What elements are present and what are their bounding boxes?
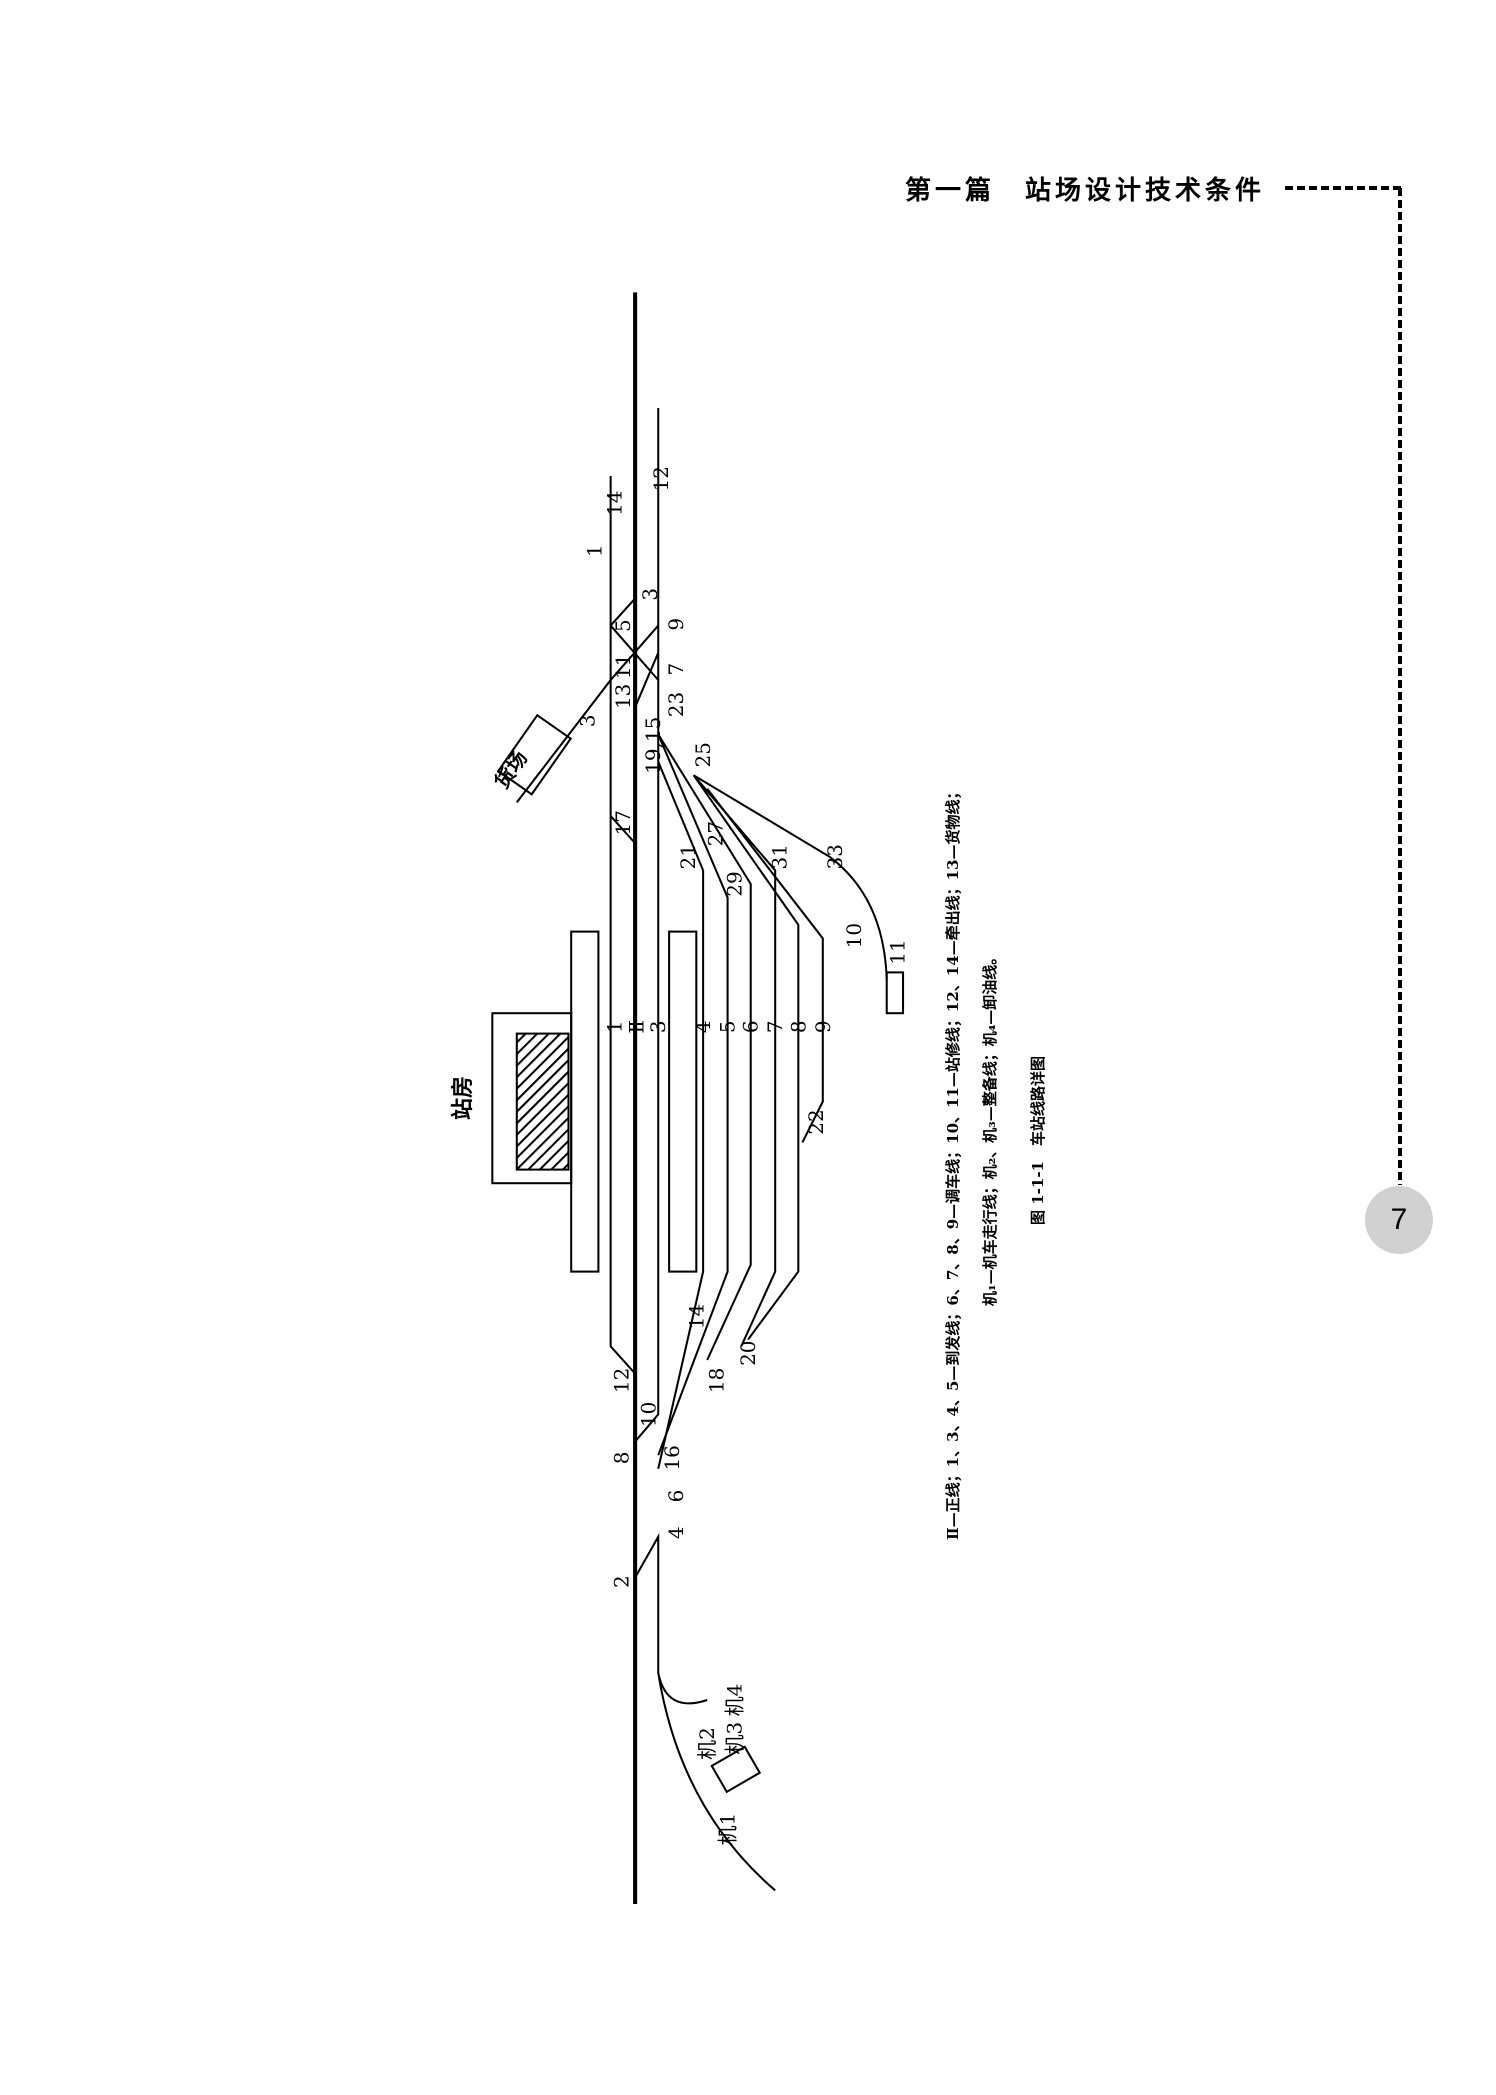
figure-title: 图 1-1-1 车站线路详图: [1029, 1056, 1047, 1225]
running-header: 第一篇 站场设计技术条件: [905, 176, 1266, 206]
track-label: 19,15: [641, 717, 665, 774]
track-9: [706, 788, 824, 1143]
track-label: 1: [603, 1020, 627, 1033]
track-label: 21: [676, 844, 700, 869]
track-label: 33: [823, 844, 847, 869]
page-number: 7: [1365, 1186, 1433, 1254]
track-label: 29: [722, 871, 746, 896]
track-label: 机2: [695, 1727, 719, 1760]
track-label: 8: [786, 1020, 810, 1033]
track-label: 27: [703, 821, 727, 846]
track-4: [657, 761, 705, 1470]
station-building-label: 站房: [450, 1076, 476, 1120]
track-1: [609, 476, 636, 1375]
track-label: Ⅱ: [624, 1020, 648, 1034]
track-label: 11: [886, 939, 910, 964]
track-label: 17: [611, 810, 635, 835]
side-platform: [570, 930, 600, 1273]
track-label: 14: [603, 490, 627, 515]
track-label: 9: [811, 1020, 835, 1033]
track-3: [634, 408, 660, 1443]
track-label: 14: [684, 1304, 708, 1329]
track-label: 3: [638, 588, 662, 601]
track-label: 11: [611, 654, 635, 679]
station-building-hatch: [515, 1032, 570, 1171]
track-label: 13: [611, 684, 635, 709]
repair-tracks: [693, 774, 888, 980]
track-label: 12: [649, 466, 673, 491]
track-label: 5: [716, 1020, 740, 1033]
repair-shed: [885, 971, 905, 1015]
loco-depot-shape: [710, 1745, 762, 1794]
track-label: 机1: [716, 1813, 740, 1846]
track-label: 25: [691, 742, 715, 767]
track-6: [657, 733, 752, 1361]
island-platform: [668, 930, 698, 1273]
crossover: [609, 624, 660, 681]
track-label: 5: [611, 619, 635, 632]
track-5: [657, 734, 729, 1456]
track-label: 机3: [722, 1722, 746, 1755]
track-label: 7: [664, 663, 688, 676]
track-label: 10: [637, 1402, 661, 1427]
track-label: 10: [842, 923, 866, 948]
track-label: 22: [804, 1109, 828, 1134]
track-label: 18: [705, 1368, 729, 1393]
track-label: 31: [767, 844, 791, 869]
track-label: 16: [660, 1445, 684, 1470]
track-label: 机4: [722, 1684, 746, 1717]
track-label: 20: [736, 1340, 760, 1365]
loco-tracks: [634, 1532, 776, 1892]
goods-yard-label: 货场: [489, 746, 532, 793]
goods-yard-shape: [496, 713, 573, 796]
station-building-shape: [491, 1012, 573, 1185]
track-label: 4: [664, 1526, 688, 1539]
track-label: 4: [691, 1020, 715, 1033]
track-label: 12: [610, 1368, 634, 1393]
track-label: 8: [610, 1452, 634, 1465]
caption-line-1: Ⅱ—正线；1、3、4、5—到发线；6、7、8、9—调车线；10、11—站修线；1…: [944, 784, 962, 1540]
track-label: 6: [739, 1020, 763, 1033]
track-label: 23: [664, 692, 688, 717]
track-label: 9: [664, 618, 688, 631]
track-label: 6: [664, 1490, 688, 1503]
track-label: 2: [610, 1575, 634, 1588]
track-8: [692, 774, 800, 1341]
track-label: 3: [646, 1020, 670, 1033]
goods-track: [515, 679, 612, 804]
track-label: 1: [582, 544, 606, 557]
track-label: 3: [576, 714, 600, 727]
track-label: 7: [763, 1020, 787, 1033]
caption-line-2: 机₁—机车走行线；机₂、机₃—整备线；机₄—卸油线。: [981, 950, 999, 1306]
